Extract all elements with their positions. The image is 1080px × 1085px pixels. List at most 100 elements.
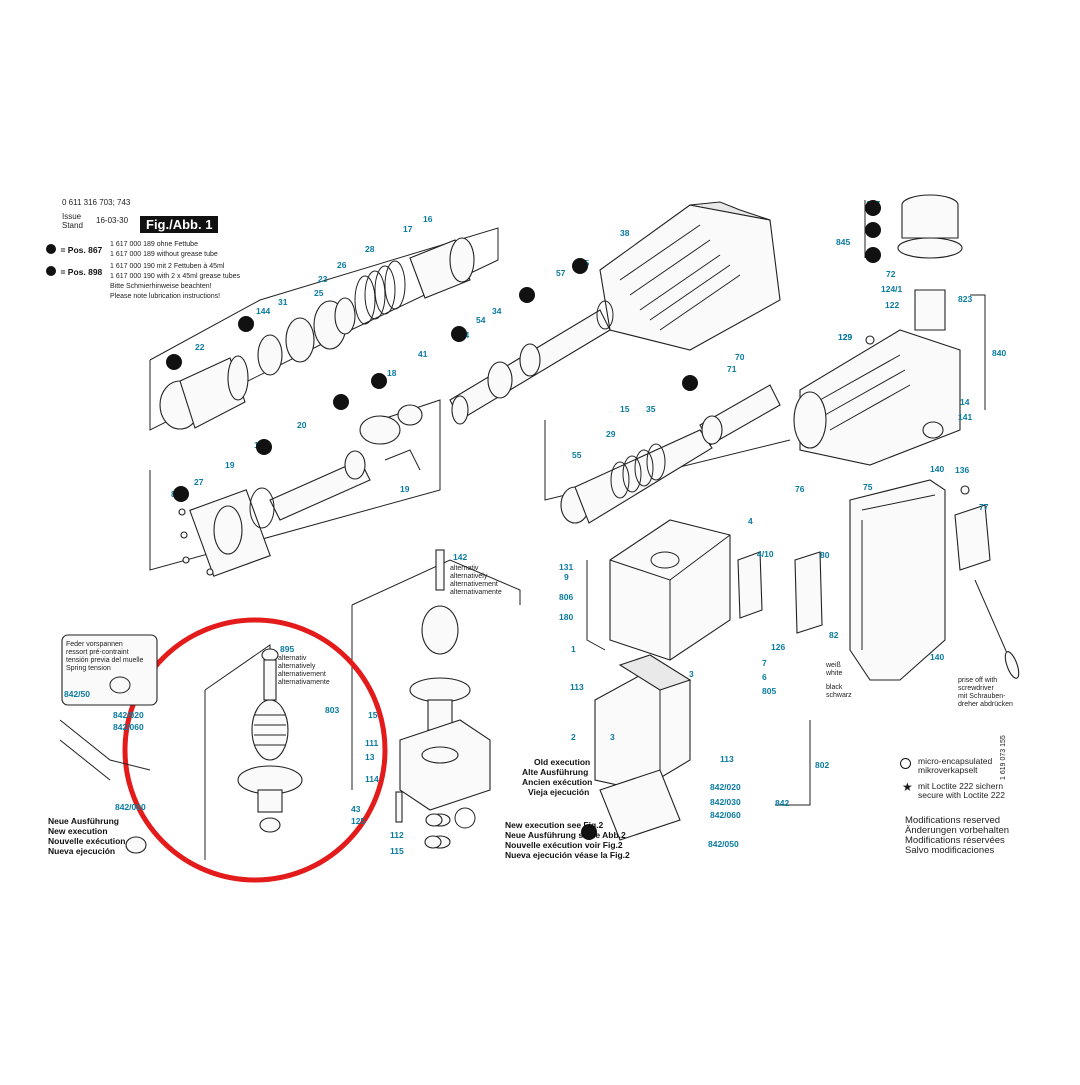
new-exec-1: Neue Ausführung bbox=[48, 816, 119, 826]
wire-black-1: black bbox=[826, 684, 843, 691]
legend-loctite-1: mit Loctite 222 sichern bbox=[918, 781, 1004, 791]
part-number-label: 17 bbox=[403, 224, 413, 234]
wire-white-2: white bbox=[826, 670, 843, 677]
part-number-label: 20 bbox=[297, 420, 307, 430]
issue-date: 16-03-30 bbox=[96, 216, 129, 225]
part-number-label: 6 bbox=[762, 672, 767, 682]
spring-note-4: Spring tension bbox=[66, 665, 111, 672]
part-number-label: 842/020 bbox=[113, 710, 144, 720]
part-number-label: 113 bbox=[570, 682, 584, 692]
pos-867-label: = Pos. 867 bbox=[60, 245, 103, 255]
part-number-label: 842/50 bbox=[64, 689, 90, 699]
part-number-label: 144 bbox=[256, 306, 270, 316]
old-exec-3: Ancien exécution bbox=[522, 777, 593, 787]
part-number-label: 113 bbox=[720, 754, 734, 764]
alt-note-circle-4: alternativamente bbox=[278, 679, 330, 686]
part-number-label: 75 bbox=[863, 482, 873, 492]
pry-note-3: mit Schrauben- bbox=[958, 693, 1006, 700]
armature-alternative bbox=[351, 549, 521, 849]
part-number-label: 15 bbox=[368, 710, 378, 720]
modifications-3: Modifications réservées bbox=[905, 835, 1005, 846]
tool-holder-assembly bbox=[149, 399, 441, 577]
part-number-label: 3 bbox=[610, 732, 615, 742]
part-number-label: 7 bbox=[762, 658, 767, 668]
part-number-label: 82 bbox=[829, 630, 839, 640]
part-number-label: 35 bbox=[646, 404, 656, 414]
part-number-label: 18 bbox=[387, 368, 397, 378]
part-number-label: 845 bbox=[836, 237, 850, 247]
part-number-label: 803 bbox=[325, 705, 339, 715]
part-number-label: 842 bbox=[775, 798, 789, 808]
part-number-label: 823 bbox=[958, 294, 972, 304]
motor-housing-assembly bbox=[449, 201, 791, 501]
part-number-label: 141 bbox=[958, 412, 972, 422]
part-number-label: 126 bbox=[771, 642, 785, 652]
legend-loctite-2: secure with Loctite 222 bbox=[918, 790, 1005, 800]
stand-label: Stand bbox=[62, 221, 83, 230]
pos-898-label: = Pos. 898 bbox=[60, 267, 103, 277]
modifications-2: Änderungen vorbehalten bbox=[905, 825, 1010, 836]
pos-867-bullet-icon bbox=[46, 243, 56, 254]
part-number-label: 43 bbox=[351, 804, 361, 814]
part-number-label: 31 bbox=[278, 297, 288, 307]
modifications-1: Modifications reserved bbox=[905, 815, 1001, 826]
new-exec-fig2-4: Nueva ejecución véase la Fig.2 bbox=[505, 850, 630, 860]
part-number-label: 895 bbox=[280, 644, 294, 654]
pos-867-line-1: 1 617 000 189 ohne Fettube bbox=[110, 241, 198, 248]
part-number-label: 842/060 bbox=[113, 722, 144, 732]
small-parts bbox=[178, 335, 970, 849]
pry-note-2: screwdriver bbox=[958, 685, 994, 692]
part-number-label: 4 bbox=[748, 516, 753, 526]
field-coil-assembly bbox=[594, 654, 811, 841]
part-number-label: 136 bbox=[955, 465, 969, 475]
part-number-label: 131 bbox=[559, 562, 573, 572]
legend-micro-2: mikroverkapselt bbox=[918, 765, 978, 775]
wire-white-1: weiß bbox=[826, 662, 841, 669]
part-number-label: 112 bbox=[390, 830, 404, 840]
part-number-label: 805 bbox=[762, 686, 776, 696]
side-number: 1 619 073 155 bbox=[1000, 735, 1007, 780]
part-number-label: 38 bbox=[620, 228, 630, 238]
part-number-label: 180 bbox=[559, 612, 573, 622]
part-number-label: 129 bbox=[838, 332, 852, 342]
part-number-label: 34 bbox=[492, 306, 502, 316]
old-exec-2: Alte Ausführung bbox=[522, 767, 589, 777]
part-number-label: 129 bbox=[838, 332, 852, 342]
alt-note-4: alternativamente bbox=[450, 589, 502, 596]
handle-assembly bbox=[849, 479, 1020, 681]
legend-micro-1: micro-encapsulated bbox=[918, 756, 993, 766]
part-number-label: 19 bbox=[400, 484, 410, 494]
pos-898-bullet-icon bbox=[46, 265, 56, 276]
part-number-label: 26 bbox=[337, 260, 347, 270]
part-number-label: 14 bbox=[960, 397, 970, 407]
part-number-label: 125 bbox=[351, 816, 365, 826]
pry-note-1: prise off with bbox=[958, 677, 998, 684]
figure-label: Fig./Abb. 1 bbox=[140, 216, 219, 233]
part-number-label: 70 bbox=[735, 352, 745, 362]
new-exec-fig2-2: Neue Ausführung siehe Abb.2 bbox=[505, 830, 626, 840]
part-number-label: 55 bbox=[572, 450, 582, 460]
part-number-label: 57 bbox=[556, 268, 566, 278]
part-number-label: 13 bbox=[365, 752, 375, 762]
pos-898-line-3: Bitte Schmierhinweise beachten! bbox=[110, 283, 212, 290]
new-exec-2: New execution bbox=[48, 826, 108, 836]
pos-898-line-2: 1 617 000 190 with 2 x 45ml grease tubes bbox=[110, 273, 240, 280]
part-number-label: 80 bbox=[820, 550, 830, 560]
alt-note-circle-2: alternatively bbox=[278, 663, 316, 670]
part-number-label: 802 bbox=[815, 760, 829, 770]
modifications-4: Salvo modificaciones bbox=[905, 845, 995, 856]
part-number-label: 76 bbox=[795, 484, 805, 494]
new-exec-fig2-3: Nouvelle exécution voir Fig.2 bbox=[505, 840, 623, 850]
part-number-label: 27 bbox=[194, 477, 204, 487]
part-number-label: 1 bbox=[571, 644, 576, 654]
doc-number: 0 611 316 703; 743 bbox=[62, 198, 131, 207]
pry-note-4: dreher abdrücken bbox=[958, 701, 1013, 708]
part-number-label: 28 bbox=[365, 244, 375, 254]
part-number-label: 842/060 bbox=[710, 810, 741, 820]
position-867: = Pos. 867 bbox=[46, 240, 102, 258]
new-exec-fig2-1: New execution see Fig.2 bbox=[505, 820, 604, 830]
part-number-label: 4/10 bbox=[757, 549, 774, 559]
part-number-label: 22 bbox=[195, 342, 205, 352]
pos-898-line-4: Please note lubrication instructions! bbox=[110, 293, 221, 300]
